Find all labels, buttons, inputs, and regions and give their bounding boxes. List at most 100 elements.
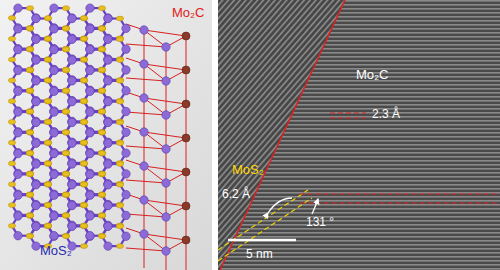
- s-atom: [80, 119, 87, 124]
- mo-atom: [86, 232, 94, 240]
- s-atom: [80, 181, 87, 186]
- s-atom: [62, 26, 69, 31]
- s-atom: [80, 244, 87, 249]
- s-atom: [98, 213, 105, 218]
- s-atom: [8, 140, 15, 145]
- s-atom: [62, 67, 69, 72]
- s-atom: [44, 58, 51, 63]
- mo-atom: [50, 191, 58, 199]
- s-atom: [26, 67, 33, 72]
- s-atom: [62, 25, 69, 30]
- bond-mo2c: [166, 115, 167, 149]
- s-atom: [44, 120, 51, 125]
- s-atom: [98, 109, 105, 114]
- mo-atom: [50, 211, 58, 219]
- s-atom: [44, 161, 51, 166]
- s-atom: [8, 99, 15, 104]
- mo-atom: [32, 35, 40, 43]
- mo-atom: [32, 160, 40, 168]
- s-atom: [98, 67, 105, 72]
- s-atom: [62, 213, 69, 218]
- s-atom: [80, 224, 87, 229]
- s-atom: [98, 88, 105, 93]
- compound-label: Mo₂C: [356, 68, 389, 82]
- s-atom: [8, 120, 15, 125]
- s-atom: [62, 214, 69, 219]
- s-atom: [8, 203, 15, 208]
- mo-atom: [104, 97, 112, 105]
- mo-atom: [32, 118, 40, 126]
- s-atom: [26, 130, 33, 135]
- s-atom: [80, 161, 87, 166]
- s-atom: [8, 161, 15, 166]
- s-atom: [26, 151, 33, 156]
- s-atom: [98, 47, 105, 52]
- mo-atom: [122, 87, 130, 95]
- bond-mo2c: [186, 36, 187, 70]
- mo-atom: [32, 180, 40, 188]
- s-atom: [26, 172, 33, 177]
- mo-atom: [104, 181, 112, 189]
- s-atom: [26, 68, 33, 73]
- bond-mo2c: [186, 138, 187, 172]
- s-atom: [98, 234, 105, 239]
- s-atom: [62, 89, 69, 94]
- bond-mo2c: [144, 132, 186, 138]
- s-atom: [98, 171, 105, 176]
- s-atom: [26, 109, 33, 114]
- mo-atom: [68, 55, 76, 63]
- s-atom: [98, 233, 105, 238]
- s-atom: [62, 213, 69, 218]
- s-atom: [98, 193, 105, 198]
- s-atom: [8, 36, 15, 41]
- mo-atom: [104, 222, 112, 230]
- bond-mo2c: [186, 172, 187, 206]
- s-atom: [26, 110, 33, 115]
- c-atom: [182, 168, 190, 176]
- mo-atom: [50, 232, 58, 240]
- s-atom: [26, 130, 33, 135]
- s-atom: [44, 203, 51, 208]
- mo-atom: [50, 45, 58, 53]
- mo-atom: [104, 56, 112, 64]
- s-atom: [44, 182, 51, 187]
- mo-atom: [140, 128, 148, 136]
- bond-mo2c: [126, 248, 166, 251]
- mo-atom: [86, 66, 94, 74]
- mo-atom: [68, 118, 76, 126]
- s-atom: [80, 161, 87, 166]
- s-atom: [44, 161, 51, 166]
- s-atom: [44, 182, 51, 187]
- bond-mo2c: [144, 30, 145, 64]
- mo-atom: [14, 129, 22, 137]
- mo-atom: [68, 180, 76, 188]
- s-atom: [44, 203, 51, 208]
- s-atom: [80, 223, 87, 228]
- s-atom: [80, 16, 87, 21]
- bond-mo2c: [166, 183, 167, 217]
- mo-atom: [50, 108, 58, 116]
- mo-atom: [104, 14, 112, 22]
- mo-atom: [140, 162, 148, 170]
- mo-atom: [32, 201, 40, 209]
- mo-atom: [32, 201, 40, 209]
- s-atom: [26, 193, 33, 198]
- mo-atom: [104, 139, 112, 147]
- mo-atom: [104, 14, 112, 22]
- mo-atom: [50, 107, 58, 115]
- bond-mo2c: [144, 166, 186, 172]
- bond-mo2c: [126, 180, 166, 183]
- s-atom: [44, 37, 51, 42]
- s-atom: [62, 171, 69, 176]
- s-atom: [98, 25, 105, 30]
- mo-atom: [122, 211, 130, 219]
- s-atom: [80, 120, 87, 125]
- c-atom: [182, 134, 190, 142]
- s-atom: [8, 223, 15, 228]
- mo-atom: [50, 24, 58, 32]
- s-atom: [80, 203, 87, 208]
- mo-atom: [32, 139, 40, 147]
- s-atom: [98, 213, 105, 218]
- s-atom: [98, 150, 105, 155]
- s-atom: [80, 140, 87, 145]
